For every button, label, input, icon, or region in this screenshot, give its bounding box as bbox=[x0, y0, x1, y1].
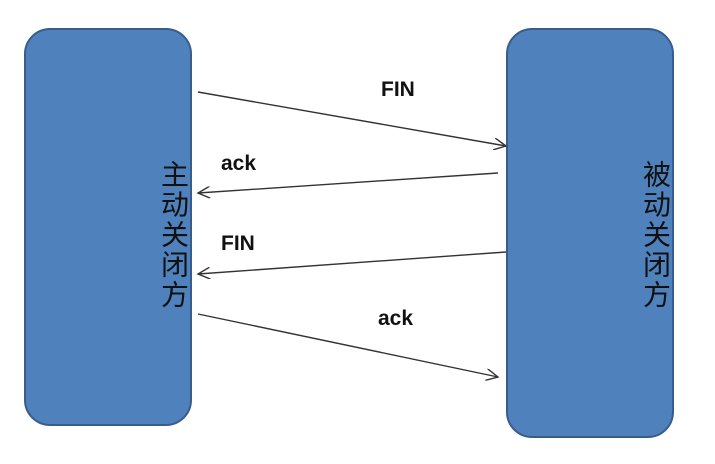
ack-label-1: ack bbox=[221, 152, 256, 175]
fin-label-1: FIN bbox=[381, 78, 415, 101]
fin-label-2: FIN bbox=[221, 232, 255, 255]
ack-arrow-2 bbox=[197, 313, 498, 377]
passive-closer-label: 被动关闭方 bbox=[639, 160, 672, 310]
fin-arrow-1 bbox=[197, 91, 506, 146]
ack-label-2: ack bbox=[378, 307, 413, 330]
active-closer-box: 主动关闭方 bbox=[24, 28, 192, 426]
fin-arrow-2 bbox=[198, 251, 507, 274]
active-closer-label: 主动关闭方 bbox=[157, 160, 190, 310]
passive-closer-box: 被动关闭方 bbox=[506, 28, 674, 438]
ack-arrow-1 bbox=[198, 172, 499, 193]
